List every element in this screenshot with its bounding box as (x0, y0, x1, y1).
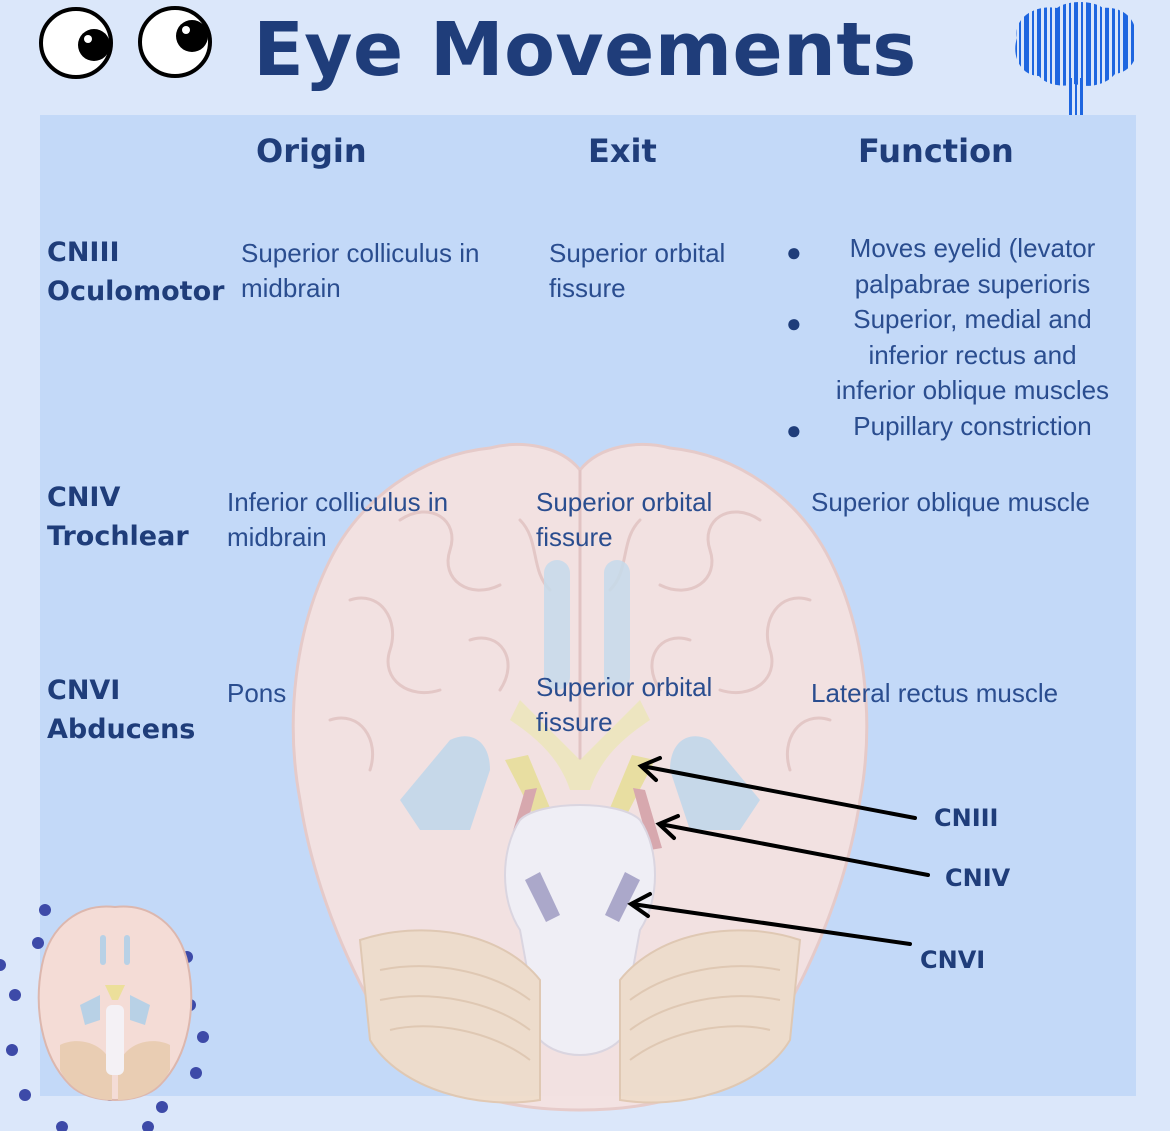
nerve-code: CNIV (47, 482, 121, 513)
googly-eyes-icon (39, 6, 212, 79)
nerve-cn6: CNVI Abducens (47, 671, 195, 749)
label-cn3: CNIII (934, 804, 999, 832)
nerve-name: Abducens (47, 714, 196, 745)
label-cn4: CNIV (945, 864, 1011, 892)
list-item: ● Superior, medial and inferior rectus a… (786, 304, 1110, 405)
origin-cn6: Pons (227, 678, 287, 708)
list-item: ● Moves eyelid (levator palpabrae superi… (786, 233, 1096, 299)
nerve-code: CNIII (47, 237, 120, 268)
brain-thumbnail-icon (0, 904, 209, 1131)
bullet-icon: ● (786, 237, 802, 267)
list-item: ● Pupillary constriction (780, 409, 1135, 445)
label-cn6: CNVI (920, 946, 986, 974)
function-cn4: Superior oblique muscle (811, 487, 1090, 517)
nerve-name: Trochlear (47, 521, 189, 552)
exit-cn4: Superior orbital fissure (536, 487, 713, 552)
nerve-code: CNVI (47, 675, 121, 706)
exit-cn6: Superior orbital fissure (536, 672, 713, 737)
exit-cn3: Superior orbital fissure (549, 238, 726, 303)
bullet-icon: ● (786, 414, 802, 445)
origin-cn4: Inferior colliculus in midbrain (227, 487, 449, 552)
bullet-icon: ● (786, 308, 802, 338)
page-title: Eye Movements (253, 7, 917, 93)
nerve-cn3: CNIII Oculomotor (47, 233, 224, 311)
header-function: Function (858, 132, 1014, 170)
header-exit: Exit (588, 132, 657, 170)
function-cn6: Lateral rectus muscle (811, 678, 1059, 708)
function-list-cn3: ● Moves eyelid (levator palpabrae superi… (780, 231, 1135, 445)
origin-cn3: Superior colliculus in midbrain (241, 238, 480, 303)
nerve-name: Oculomotor (47, 276, 225, 307)
nerve-cn4: CNIV Trochlear (47, 478, 189, 556)
header-origin: Origin (256, 132, 367, 170)
